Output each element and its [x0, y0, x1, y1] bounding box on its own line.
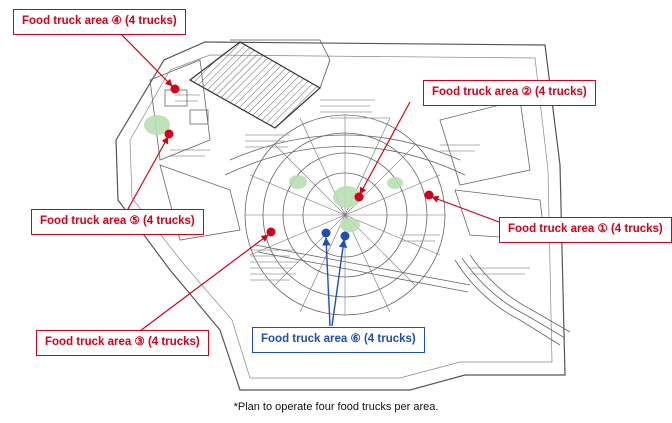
marker-area-6b: [340, 231, 350, 241]
leader-area-6b: [331, 239, 348, 327]
leader-area-4: [119, 32, 173, 87]
marker-area-4: [170, 84, 180, 94]
callout-area-6: Food truck area ⑥ (4 trucks): [252, 327, 425, 353]
leader-area-3: [139, 234, 269, 332]
marker-area-3: [266, 227, 276, 237]
leader-area-2: [359, 101, 411, 195]
footnote: *Plan to operate four food trucks per ar…: [233, 401, 439, 413]
building-outline-top: [230, 39, 331, 89]
leader-area-1: [431, 195, 500, 223]
callout-area-3: Food truck area ③ (4 trucks): [36, 330, 209, 356]
leader-area-5: [127, 136, 169, 210]
marker-area-5: [164, 129, 174, 139]
bottom-road: [254, 244, 471, 293]
inner-boundary: [129, 54, 553, 379]
marker-area-2: [354, 192, 364, 202]
site-boundary: [115, 41, 566, 391]
marker-area-6a: [321, 228, 331, 238]
callout-area-5: Food truck area ⑤ (4 trucks): [31, 209, 204, 235]
marker-area-1: [424, 190, 434, 200]
annotation-marks: [170, 94, 530, 281]
leader-lines: [119, 32, 500, 332]
greenery: [144, 115, 403, 232]
callout-area-4: Food truck area ④ (4 trucks): [13, 9, 186, 35]
leader-area-6a: [322, 237, 331, 327]
plaza-detail: [245, 115, 445, 315]
callout-area-2: Food truck area ② (4 trucks): [423, 80, 596, 106]
location-markers: [164, 84, 434, 241]
callout-area-1: Food truck area ① (4 trucks): [499, 217, 672, 243]
